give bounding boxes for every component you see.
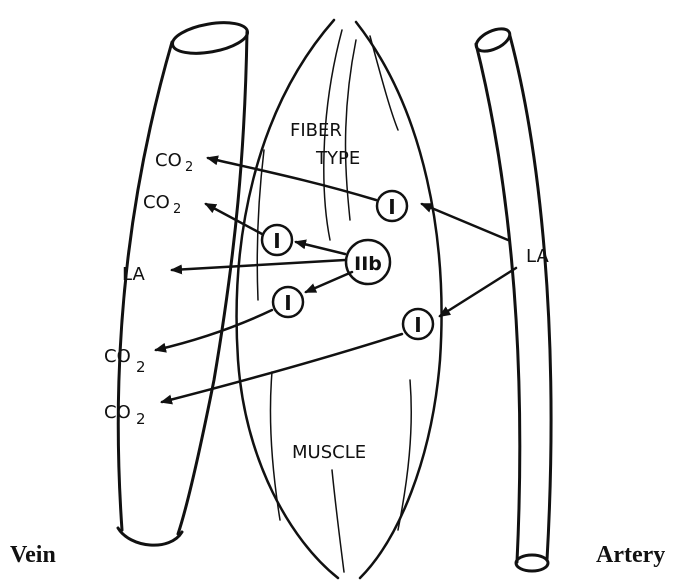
svg-text:CO: CO	[104, 346, 131, 367]
co2-label-1: CO 2	[155, 150, 193, 175]
fiber-type-iib: IIb	[346, 240, 390, 284]
fiber-type-i-upper: I	[377, 191, 407, 221]
svg-text:CO: CO	[104, 402, 131, 423]
co2-label-4: CO 2	[104, 402, 146, 428]
co2-label-3: CO 2	[104, 346, 146, 376]
svg-text:2: 2	[136, 358, 146, 376]
muscle-outline	[237, 20, 442, 578]
svg-text:I: I	[284, 291, 291, 315]
svg-text:2: 2	[173, 202, 181, 217]
arrow-iib-to-fiber-i-mid	[296, 242, 345, 254]
vein-label: Vein	[10, 542, 56, 568]
arrow-la-to-fiber-i-right	[440, 268, 516, 316]
fiber-type-i-mid: I	[262, 225, 292, 255]
artery-label: Artery	[596, 542, 665, 568]
type-label: TYPE	[315, 148, 360, 169]
la-vein-label: LA	[122, 264, 145, 285]
artery-vessel	[473, 24, 551, 571]
svg-text:IIb: IIb	[354, 253, 382, 275]
fiber-type-i-right: I	[403, 309, 433, 339]
svg-text:CO: CO	[143, 192, 170, 213]
muscle-label: MUSCLE	[292, 442, 366, 463]
svg-text:I: I	[388, 195, 395, 219]
arrows	[156, 158, 516, 402]
svg-text:CO: CO	[155, 150, 182, 171]
svg-text:I: I	[273, 229, 280, 253]
fiber-label: FIBER	[290, 120, 342, 141]
arrow-iib-to-fiber-i-lower	[306, 272, 352, 292]
arrow-fiber-i-right-to-co2	[162, 334, 402, 402]
svg-text:I: I	[414, 313, 421, 337]
svg-text:2: 2	[185, 160, 193, 175]
fiber-type-i-lower: I	[273, 287, 303, 317]
svg-text:2: 2	[136, 410, 146, 428]
co2-label-2: CO 2	[143, 192, 181, 217]
la-artery-label: LA	[526, 246, 549, 267]
arrow-fiber-i-lower-to-co2	[156, 310, 272, 350]
arrow-iib-to-la	[172, 260, 345, 270]
